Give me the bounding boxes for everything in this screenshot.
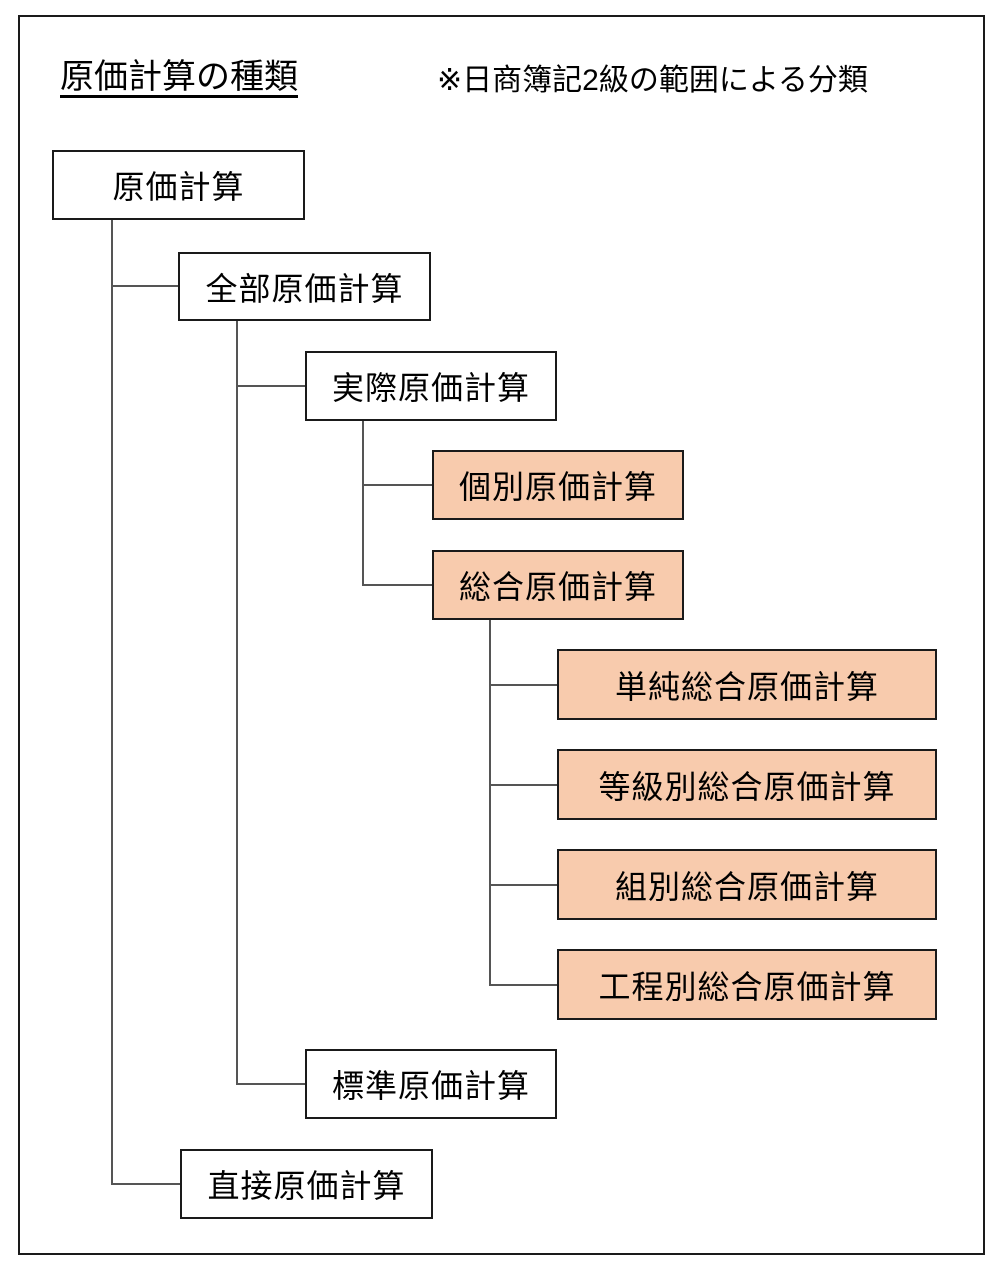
node-jissai-genka-keisan: 実際原価計算 <box>305 351 557 421</box>
connector-line <box>362 484 432 486</box>
connector-line <box>489 984 557 986</box>
outer-frame <box>18 15 985 1255</box>
node-label: 原価計算 <box>112 169 245 205</box>
connector-line <box>236 1083 305 1085</box>
connector-line <box>111 285 178 287</box>
connector-line <box>111 1183 180 1185</box>
node-hyojun-genka-keisan: 標準原価計算 <box>305 1049 557 1119</box>
node-label: 総合原価計算 <box>458 569 657 605</box>
connector-line <box>236 385 305 387</box>
node-label: 実際原価計算 <box>331 370 530 406</box>
connector-line <box>489 620 491 986</box>
node-label: 工程別総合原価計算 <box>598 968 896 1005</box>
connector-line <box>236 321 238 1085</box>
connector-line <box>489 884 557 886</box>
node-tokyubetsu-sogo-genka-keisan: 等級別総合原価計算 <box>557 749 937 820</box>
node-label: 標準原価計算 <box>331 1068 530 1104</box>
node-genka-keisan: 原価計算 <box>52 150 305 220</box>
node-kumibetsu-sogo-genka-keisan: 組別総合原価計算 <box>557 849 937 920</box>
node-koteibetsu-sogo-genka-keisan: 工程別総合原価計算 <box>557 949 937 1020</box>
node-label: 個別原価計算 <box>458 469 657 505</box>
node-label: 組別総合原価計算 <box>614 868 879 905</box>
node-tanjun-sogo-genka-keisan: 単純総合原価計算 <box>557 649 937 720</box>
node-label: 直接原価計算 <box>207 1168 406 1204</box>
diagram-title: 原価計算の種類 <box>60 58 298 96</box>
connector-line <box>111 220 113 1185</box>
node-zenbu-genka-keisan: 全部原価計算 <box>178 252 431 321</box>
connector-line <box>362 421 364 586</box>
node-label: 等級別総合原価計算 <box>598 768 896 805</box>
node-label: 全部原価計算 <box>205 270 404 307</box>
diagram-note: ※日商簿記2級の範囲による分類 <box>437 64 868 97</box>
node-kobetsu-genka-keisan: 個別原価計算 <box>432 450 684 520</box>
connector-line <box>362 584 432 586</box>
node-chokusetsu-genka-keisan: 直接原価計算 <box>180 1149 433 1219</box>
node-label: 単純総合原価計算 <box>614 668 879 705</box>
connector-line <box>489 784 557 786</box>
node-sogo-genka-keisan: 総合原価計算 <box>432 550 684 620</box>
connector-line <box>489 684 557 686</box>
